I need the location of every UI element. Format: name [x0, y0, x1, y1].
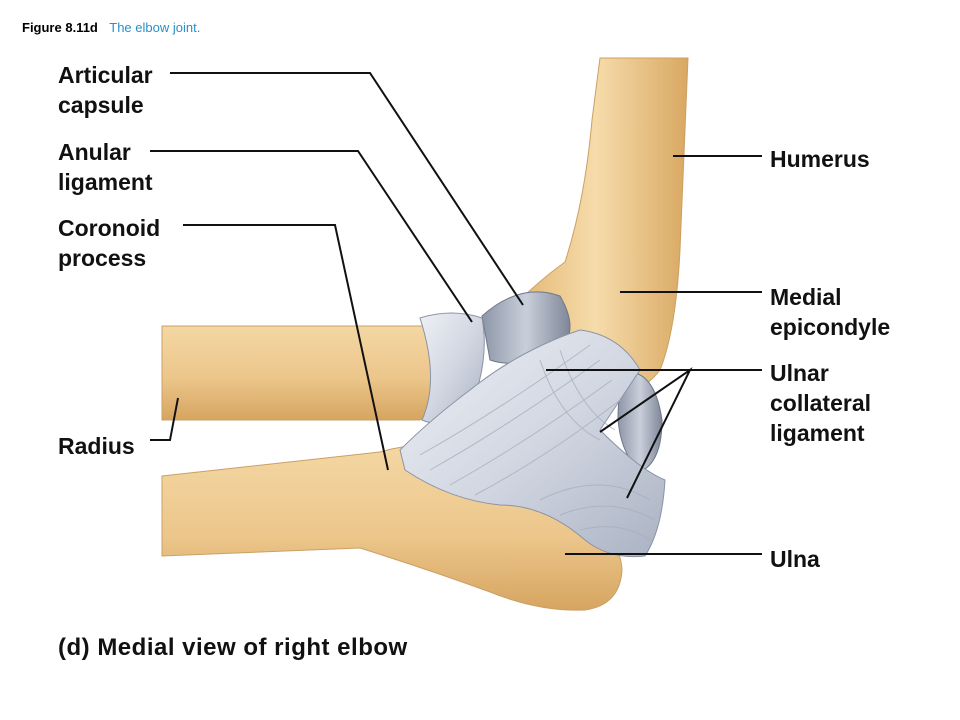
articular-capsule-leader [170, 72, 524, 306]
label-radius: Radius [58, 433, 135, 459]
leader-lines [150, 72, 762, 555]
label-humerus: Humerus [770, 146, 870, 172]
anular-ligament-leader [150, 150, 473, 323]
label-articular-capsule: Articular capsule [58, 62, 153, 118]
ulnar-collateral-ligament-tissue [399, 329, 666, 558]
figure-number: Figure 8.11d [22, 20, 98, 35]
coronoid-process-leader [183, 224, 389, 471]
ligament-fibres [419, 344, 656, 541]
ulnar-collateral-ligament-leader-2 [599, 367, 693, 499]
figure-caption: (d) Medial view of right elbow [58, 634, 408, 661]
figure-title: The elbow joint. [109, 20, 201, 35]
label-ulnar-collateral-ligament: Ulnar collateral ligament [770, 360, 871, 446]
radius-bone [161, 325, 449, 421]
radius-leader [150, 397, 179, 441]
label-ulna: Ulna [770, 546, 820, 572]
label-medial-epicondyle: Medial epicondyle [770, 284, 891, 340]
label-anular-ligament: Anular ligament [58, 139, 153, 195]
label-coronoid-process: Coronoid process [58, 215, 161, 271]
figure-heading: Figure 8.11d The elbow joint. [22, 20, 200, 35]
